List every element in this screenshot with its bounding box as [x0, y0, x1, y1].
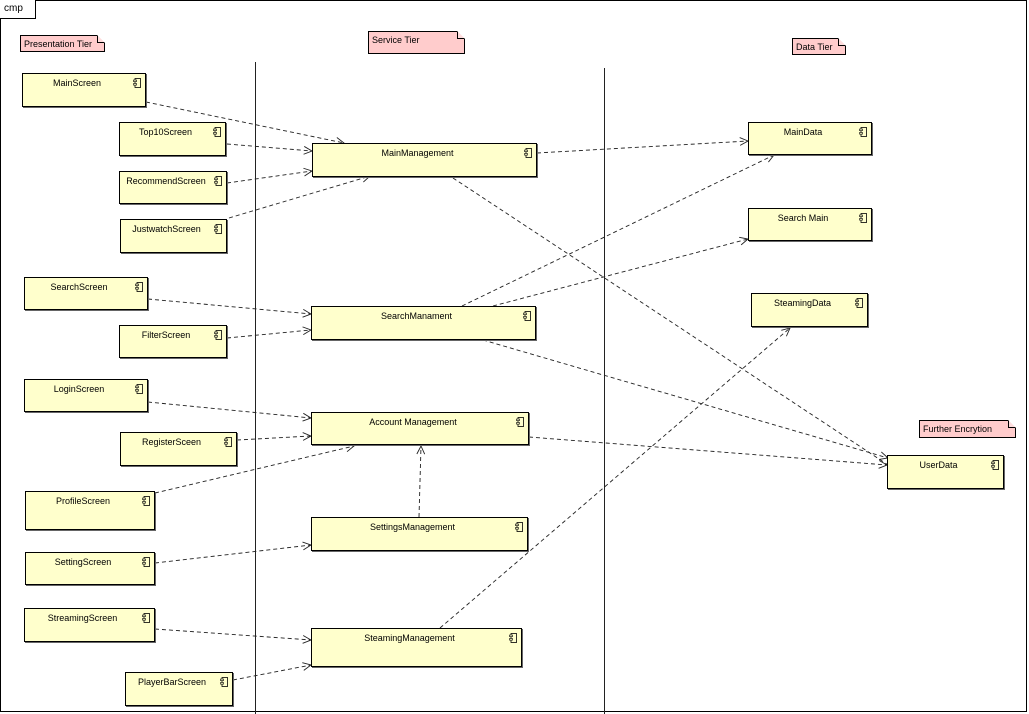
dependency-arrowhead: [302, 432, 313, 441]
component-icon: [224, 437, 232, 447]
component-label: ProfileScreen: [55, 496, 111, 506]
note-presentation-tier: Presentation Tier: [20, 35, 105, 52]
component-label: SettingsManagement: [369, 522, 456, 532]
component-label: UserData: [919, 460, 958, 470]
dependency-edge: [147, 298, 313, 318]
dependency-edge: [226, 167, 314, 184]
component-steaming-management[interactable]: SteamingManagement: [311, 628, 522, 667]
dependency-arrowhead: [764, 154, 775, 163]
component-icon: [516, 417, 524, 427]
component-main-screen[interactable]: MainScreen: [22, 73, 146, 107]
component-icon: [133, 78, 141, 88]
component-icon: [855, 298, 863, 308]
component-label: MainData: [783, 127, 823, 137]
component-label: MainScreen: [52, 78, 102, 88]
component-filter-screen[interactable]: FilterScreen: [119, 325, 227, 358]
tier-divider-left: [255, 62, 256, 714]
component-label: Top10Screen: [138, 127, 193, 137]
component-label: RegisterSceen: [141, 437, 202, 447]
dependency-edge: [226, 326, 313, 339]
dependency-edge: [482, 339, 889, 460]
dependency-arrowhead: [781, 327, 791, 337]
component-label: SearchScreen: [50, 282, 108, 292]
dependency-edge: [147, 401, 313, 422]
component-label: FilterScreen: [141, 330, 191, 340]
component-icon: [213, 127, 221, 137]
component-label: SteamingData: [773, 298, 832, 308]
component-settings-management[interactable]: SettingsManagement: [311, 517, 528, 551]
component-recommend-screen[interactable]: RecommendScreen: [119, 171, 227, 204]
dependency-edge: [154, 628, 313, 644]
dependency-edge: [461, 154, 775, 307]
component-icon: [214, 176, 222, 186]
component-icon: [220, 677, 228, 687]
note-service-tier: Service Tier: [368, 31, 465, 54]
component-label: MainManagement: [381, 148, 454, 158]
dependency-edge: [492, 236, 750, 307]
dependency-edge: [228, 174, 371, 219]
component-label: SettingScreen: [54, 557, 112, 567]
note-data-tier: Data Tier: [792, 38, 846, 55]
component-register-screen[interactable]: RegisterSceen: [120, 432, 237, 466]
component-steaming-data[interactable]: SteamingData: [751, 293, 868, 327]
component-icon: [509, 633, 517, 643]
dependency-edge: [439, 327, 791, 629]
component-search-management[interactable]: SearchManament: [311, 306, 536, 340]
component-label: PlayerBarScreen: [137, 677, 207, 687]
component-search-screen[interactable]: SearchScreen: [24, 277, 148, 310]
dependency-edge: [236, 432, 313, 441]
component-profile-screen[interactable]: ProfileScreen: [25, 491, 155, 530]
dependency-edge: [536, 137, 750, 154]
component-label: Search Main: [777, 213, 829, 223]
component-label: JustwatchScreen: [132, 224, 201, 234]
dependency-arrowhead: [416, 444, 426, 455]
frame-label: cmp: [0, 0, 36, 19]
note-further-encryption: Further Encrytion: [919, 420, 1016, 438]
component-icon: [859, 127, 867, 137]
component-user-data[interactable]: UserData: [887, 455, 1004, 489]
component-playerbar-screen[interactable]: PlayerBarScreen: [125, 672, 233, 706]
component-justwatch-screen[interactable]: JustwatchScreen: [120, 219, 227, 253]
component-account-management[interactable]: Account Management: [311, 412, 529, 445]
component-icon: [991, 460, 999, 470]
component-label: Account Management: [369, 417, 457, 427]
tier-divider-right: [604, 68, 605, 714]
component-top10-screen[interactable]: Top10Screen: [119, 122, 226, 156]
component-icon: [214, 224, 222, 234]
component-icon: [214, 330, 222, 340]
component-label: SteamingManagement: [364, 633, 455, 643]
component-icon: [142, 613, 150, 623]
dependency-edge: [416, 444, 426, 518]
component-main-data[interactable]: MainData: [748, 122, 872, 155]
component-icon: [142, 496, 150, 506]
component-main-management[interactable]: MainManagement: [312, 143, 537, 177]
component-label: RecommendScreen: [126, 176, 206, 186]
component-icon: [859, 213, 867, 223]
component-setting-screen[interactable]: SettingScreen: [25, 552, 155, 585]
component-label: LoginScreen: [53, 384, 105, 394]
component-icon: [515, 522, 523, 532]
component-icon: [523, 311, 531, 321]
dependency-edge: [154, 541, 313, 564]
component-icon: [524, 148, 532, 158]
component-icon: [142, 557, 150, 567]
dependency-edge: [226, 143, 314, 155]
dependency-edge: [232, 662, 313, 681]
component-login-screen[interactable]: LoginScreen: [24, 379, 148, 412]
component-label: SearchManament: [380, 311, 453, 321]
component-icon: [135, 282, 143, 292]
component-icon: [135, 384, 143, 394]
component-streaming-screen[interactable]: StreamingScreen: [24, 608, 155, 642]
component-search-main[interactable]: Search Main: [748, 208, 872, 241]
component-label: StreamingScreen: [47, 613, 118, 623]
